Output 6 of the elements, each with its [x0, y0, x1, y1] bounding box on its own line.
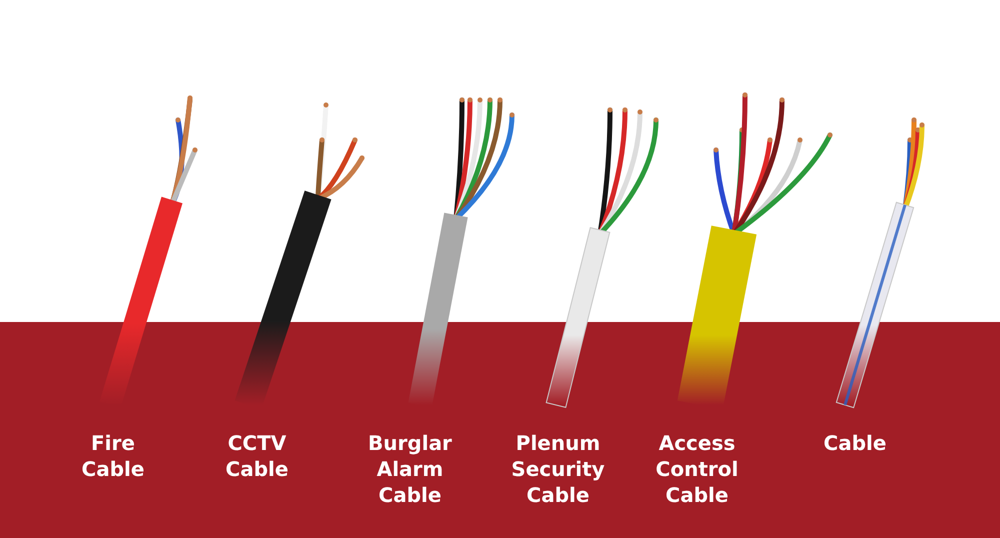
- cable-name: Access Control Cable: [654, 430, 740, 508]
- cable-name: CCTV Cable: [224, 430, 290, 482]
- cable-name: Cable: [822, 430, 888, 456]
- cable-name: Plenum Security Cable: [510, 430, 606, 508]
- cable-name: Burglar Alarm Cable: [367, 430, 453, 508]
- cable-name: Fire Cable: [80, 430, 146, 482]
